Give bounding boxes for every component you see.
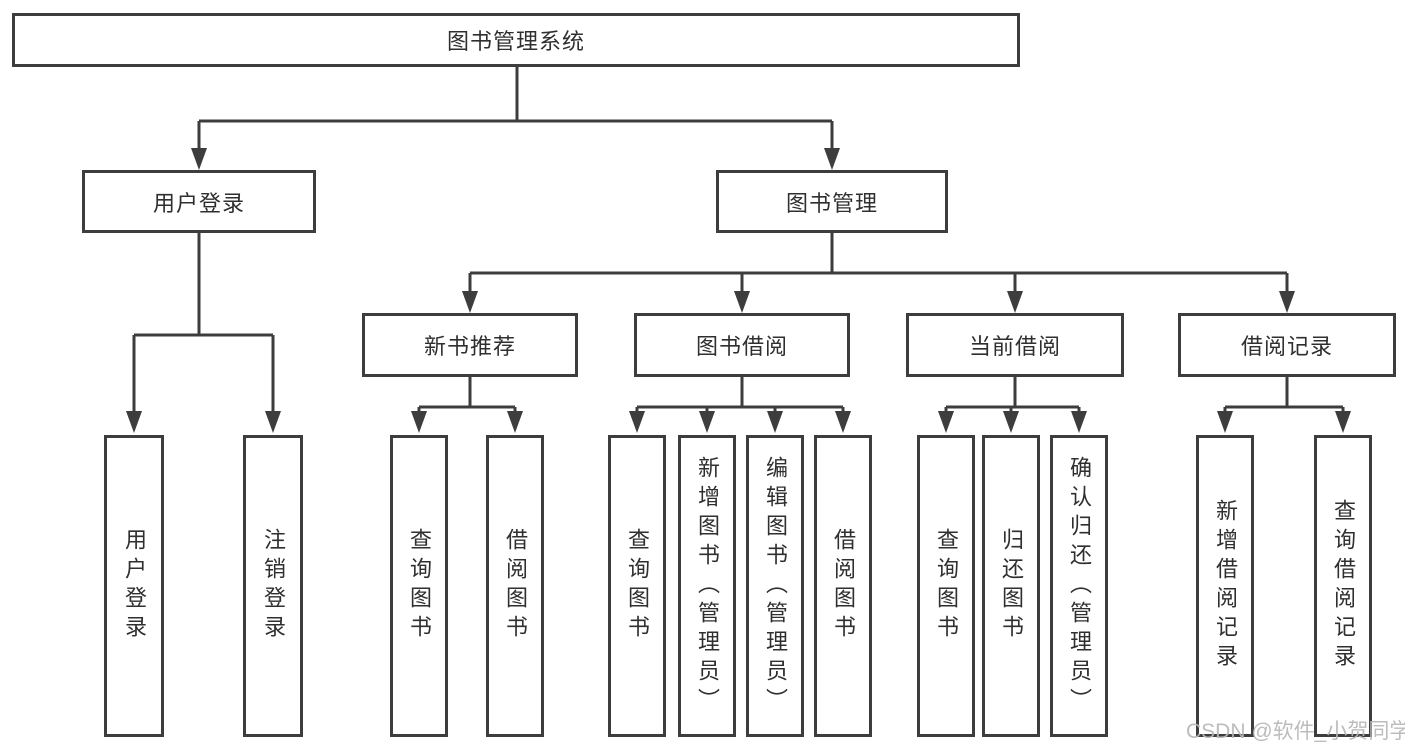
leaf-br-add-record-label: 新增借阅记录 [1213, 499, 1238, 673]
leaf-nb-query-books: 查询图书 [390, 435, 448, 737]
leaf-bb-query-books-label: 查询图书 [625, 528, 650, 644]
leaf-cb-query-books-label: 查询图书 [934, 528, 959, 644]
arrowhead-icon [191, 148, 207, 170]
arrowhead-icon [1071, 411, 1087, 433]
leaf-bb-edit-books-admin: 编辑图书（管理员） [746, 435, 804, 737]
leaf-nb-borrow-books-label: 借阅图书 [503, 528, 528, 644]
arrowhead-icon [1335, 411, 1351, 433]
arrowhead-icon [699, 411, 715, 433]
leaf-bb-borrow-books: 借阅图书 [814, 435, 872, 737]
arrowhead-icon [1217, 411, 1233, 433]
node-current-borrow-label: 当前借阅 [968, 334, 1061, 359]
node-root: 图书管理系统 [12, 13, 1020, 67]
arrowhead-icon [462, 291, 478, 313]
node-book-management: 图书管理 [716, 170, 948, 233]
connector-root [191, 67, 840, 170]
leaf-cb-return-books-label: 归还图书 [999, 528, 1024, 644]
leaf-bb-add-books-admin-label: 新增图书（管理员） [695, 455, 720, 717]
arrowhead-icon [734, 291, 750, 313]
node-book-borrow: 图书借阅 [634, 313, 850, 377]
connector-new-book-recommend [411, 377, 523, 433]
arrowhead-icon [629, 411, 645, 433]
arrowhead-icon [767, 411, 783, 433]
leaf-logout: 注销登录 [243, 435, 303, 737]
leaf-logout-label: 注销登录 [261, 528, 286, 644]
leaf-br-query-record-label: 查询借阅记录 [1331, 499, 1356, 673]
node-book-borrow-label: 图书借阅 [695, 334, 788, 359]
node-user-login-label: 用户登录 [152, 190, 245, 216]
arrowhead-icon [507, 411, 523, 433]
arrowhead-icon [265, 411, 281, 433]
leaf-user-login-label: 用户登录 [122, 528, 147, 644]
node-borrow-records-label: 借阅记录 [1240, 334, 1333, 359]
leaf-bb-borrow-books-label: 借阅图书 [831, 528, 856, 644]
leaf-cb-confirm-return-admin: 确认归还（管理员） [1050, 435, 1108, 737]
node-user-login: 用户登录 [82, 170, 316, 233]
leaf-bb-edit-books-admin-label: 编辑图书（管理员） [763, 455, 788, 717]
connector-book-management [462, 233, 1295, 313]
leaf-cb-return-books: 归还图书 [982, 435, 1040, 737]
node-book-management-label: 图书管理 [785, 190, 878, 216]
leaf-br-add-record: 新增借阅记录 [1196, 435, 1254, 737]
leaf-bb-query-books: 查询图书 [608, 435, 666, 737]
leaf-br-query-record: 查询借阅记录 [1314, 435, 1372, 737]
arrowhead-icon [824, 148, 840, 170]
arrowhead-icon [411, 411, 427, 433]
leaf-nb-borrow-books: 借阅图书 [486, 435, 544, 737]
connector-user-login [126, 233, 281, 433]
connector-current-borrow [938, 377, 1087, 433]
leaf-bb-add-books-admin: 新增图书（管理员） [678, 435, 736, 737]
connector-book-borrow [629, 377, 851, 433]
arrowhead-icon [938, 411, 954, 433]
node-current-borrow: 当前借阅 [906, 313, 1124, 377]
leaf-cb-confirm-return-admin-label: 确认归还（管理员） [1067, 455, 1092, 717]
arrowhead-icon [835, 411, 851, 433]
arrowhead-icon [1279, 291, 1295, 313]
leaf-nb-query-books-label: 查询图书 [407, 528, 432, 644]
node-borrow-records: 借阅记录 [1178, 313, 1396, 377]
node-root-label: 图书管理系统 [446, 29, 585, 54]
arrowhead-icon [1003, 411, 1019, 433]
arrowhead-icon [1007, 291, 1023, 313]
node-new-book-recommend-label: 新书推荐 [423, 334, 516, 359]
leaf-user-login: 用户登录 [104, 435, 164, 737]
connector-borrow-records [1217, 377, 1351, 433]
watermark-text: CSDN @软件_小贺同学 [1186, 720, 1405, 743]
node-new-book-recommend: 新书推荐 [362, 313, 578, 377]
arrowhead-icon [126, 411, 142, 433]
leaf-cb-query-books: 查询图书 [917, 435, 975, 737]
